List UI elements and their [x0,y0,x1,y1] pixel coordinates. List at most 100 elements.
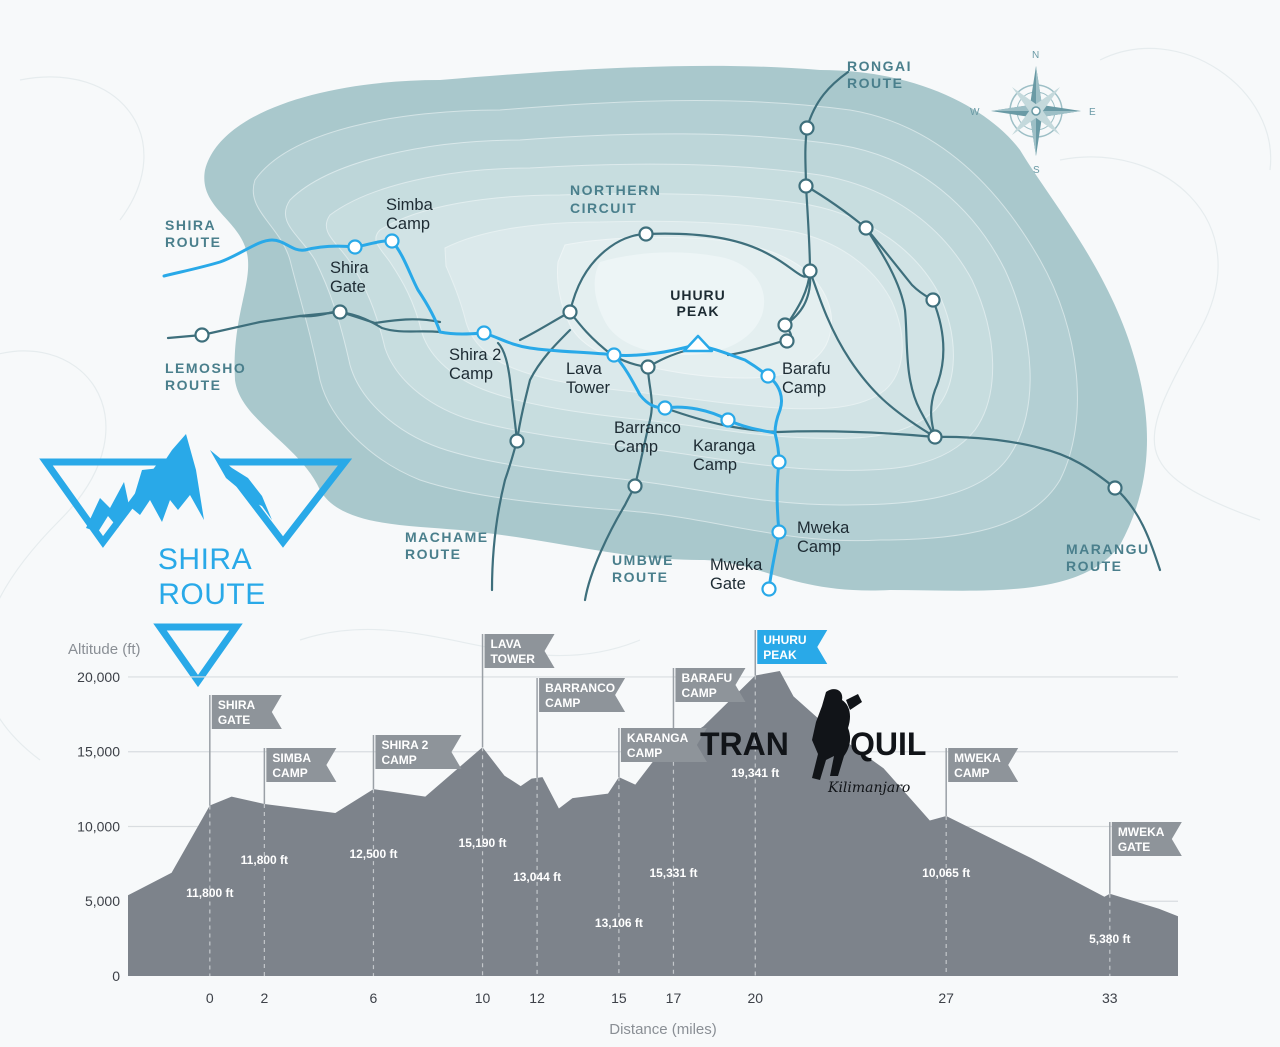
camp-flag [1111,822,1182,856]
node-n3 [640,359,656,375]
rongai-north-lower [808,269,937,439]
y-tick-label: 20,000 [77,669,120,685]
x-tick-label: 0 [206,990,214,1006]
uhuru-peak-marker [682,334,714,353]
altitude-label: 11,800 ft [241,853,288,867]
node-machame [509,433,525,449]
x-tick-label: 2 [260,990,268,1006]
camp-flag [539,678,626,712]
brand-tagline: Kilimanjaro [827,780,910,796]
altitude-profile-area [128,671,1178,976]
camp-flag [375,735,462,769]
camp-flag [484,634,555,668]
node-shira-2 [476,325,492,341]
x-tick-label: 27 [938,990,954,1006]
node-mweka-gate [761,581,777,597]
compass-e: E [1089,107,1096,118]
x-tick-label: 6 [370,990,378,1006]
shira-plateau-trail [338,310,442,325]
y-tick-label: 15,000 [77,744,120,760]
altitude-label: 12,500 ft [349,847,397,861]
altitude-label: 13,106 ft [595,916,643,930]
altitude-label: 5,380 ft [1089,932,1130,946]
rongai-east-trail [804,184,935,302]
node-lemosho-start [194,327,210,343]
climber-icon [812,689,862,780]
node-barafu [760,368,776,384]
rongai-loop-trail [930,298,945,439]
altitude-label: 13,044 ft [513,870,561,884]
node-m2 [1107,480,1123,496]
y-tick-label: 0 [112,968,120,984]
altitude-label: 15,190 ft [459,836,507,850]
altitude-label: 10,065 ft [922,866,970,880]
node-n2 [638,226,654,242]
camp-stems [209,630,1111,976]
tranquil-logo: TRAN QUIL Kilimanjaro [700,689,926,796]
node-barranco [657,400,673,416]
compass-rose: N S E W [970,50,1096,176]
node-mweka-upper [771,454,787,470]
x-tick-label: 12 [529,990,545,1006]
altitude-label: 19,341 ft [731,766,779,780]
x-tick-label: 20 [747,990,763,1006]
x-tick-label: 15 [611,990,627,1006]
node-r2 [798,178,814,194]
node-r6 [777,317,793,333]
y-tick-label: 5,000 [85,893,120,909]
camp-flag [620,728,707,762]
camp-flag [675,668,746,702]
node-r5 [925,292,941,308]
node-karanga [720,412,736,428]
brand-left-text: TRAN [700,726,789,762]
x-tick-label: 33 [1102,990,1118,1006]
x-tick-label: 17 [666,990,682,1006]
node-simba-camp [384,233,400,249]
node-umbwe [627,478,643,494]
node-lemosho-2 [332,304,348,320]
node-shira-gate [347,239,363,255]
compass-n: N [1032,50,1039,61]
trail-nodes [194,120,1123,597]
other-trails [166,70,1162,602]
altitude-label: 15,331 ft [649,866,697,880]
shira-route-path [162,238,783,591]
x-tick-label: 10 [475,990,491,1006]
mountain-map [204,65,1147,591]
x-axis-label: Distance (miles) [609,1021,717,1038]
y-axis-label: Altitude (ft) [68,641,141,658]
logo-right-triangle-icon [214,458,353,548]
node-r4 [802,263,818,279]
node-r3 [858,220,874,236]
x-axis-ticks: 0 2 6 10 12 15 17 20 27 33 [206,990,1118,1006]
mountain-summit [594,252,765,355]
profile-area [128,671,1178,976]
